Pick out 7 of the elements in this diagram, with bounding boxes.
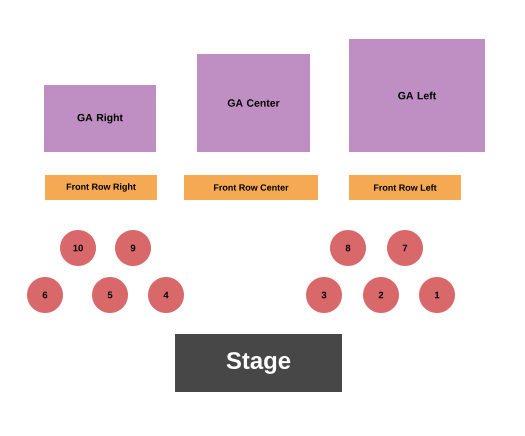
seating-section: GA Left [349,39,485,152]
seating-section: Front Row Left [349,175,461,200]
seating-section: GA Center [197,54,310,152]
seating-section: GA Right [44,85,156,152]
seating-section: Front Row Center [184,175,318,200]
stage-block: Stage [175,334,342,392]
seating-section: Front Row Right [45,175,157,200]
